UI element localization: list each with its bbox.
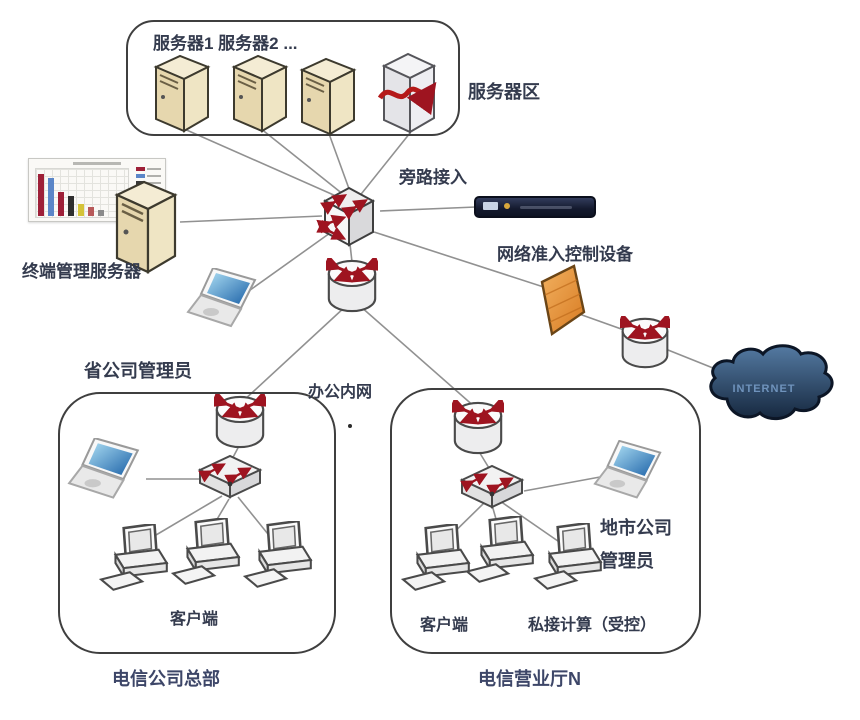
server-1-icon	[150, 53, 214, 138]
branch-switch-icon	[458, 460, 526, 519]
hq-client-pc-2-icon	[170, 516, 246, 599]
hq-site-label: 电信公司总部	[112, 669, 220, 689]
mini-chart-bars	[38, 174, 104, 216]
branch-client-pc-1-icon	[400, 522, 476, 605]
hq-client-label: 客户端	[170, 611, 219, 628]
hq-client-pc-3-icon	[242, 519, 318, 602]
branch-admin-label-line2: 管理员	[600, 551, 654, 571]
internet-cloud-icon: INTERNET	[698, 336, 840, 435]
terminal-mgmt-server-label: 终端管理服务器	[22, 262, 141, 281]
firewall-icon	[536, 262, 590, 343]
server-3-icon	[296, 56, 360, 141]
office-intranet-label: 办公内网	[308, 384, 373, 401]
appliance-etch	[520, 206, 572, 209]
server-zone-label: 服务器区	[468, 82, 540, 102]
bypass-access-label: 旁路接入	[399, 168, 467, 187]
edge-router-icon	[616, 312, 674, 375]
nac-device-label: 网络准入控制设备	[497, 245, 633, 264]
stray-dot	[348, 424, 352, 428]
servers-caption-label: 服务器1 服务器2 ...	[153, 34, 298, 53]
server-2-icon	[228, 53, 292, 138]
terminal-management-server-icon	[110, 178, 182, 281]
hq-laptop-icon	[64, 436, 146, 515]
branch-site-box	[390, 388, 701, 654]
branch-site-label: 电信营业厅N	[478, 669, 581, 689]
branch-client-label: 客户端	[420, 617, 469, 634]
hq-switch-icon	[196, 450, 264, 509]
rogue-pc-icon	[532, 521, 608, 604]
bypass-switch-icon	[316, 182, 382, 255]
province-admin-laptop-icon	[183, 266, 263, 343]
core-router-icon	[322, 254, 382, 319]
appliance-port	[483, 202, 498, 210]
hq-router-icon	[210, 390, 270, 455]
nac-appliance-icon	[474, 196, 596, 218]
hq-site-box	[58, 392, 336, 654]
appliance-led	[504, 203, 510, 209]
branch-admin-laptop-icon	[590, 439, 668, 515]
hq-client-pc-1-icon	[98, 522, 174, 605]
branch-admin-label-line1: 地市公司	[600, 518, 672, 538]
chart-thumbnail-title-bar	[73, 162, 121, 165]
monitored-server-icon	[377, 50, 440, 141]
chart-thumbnail-plot	[35, 168, 129, 218]
province-admin-label: 省公司管理员	[84, 361, 192, 381]
branch-router-icon	[448, 396, 508, 461]
report-chart-thumbnail	[28, 158, 166, 222]
rogue-pc-label: 私接计算（受控）	[528, 617, 657, 634]
branch-client-pc-2-icon	[464, 514, 540, 597]
internet-label: INTERNET	[733, 383, 796, 395]
server-zone-box	[126, 20, 460, 136]
